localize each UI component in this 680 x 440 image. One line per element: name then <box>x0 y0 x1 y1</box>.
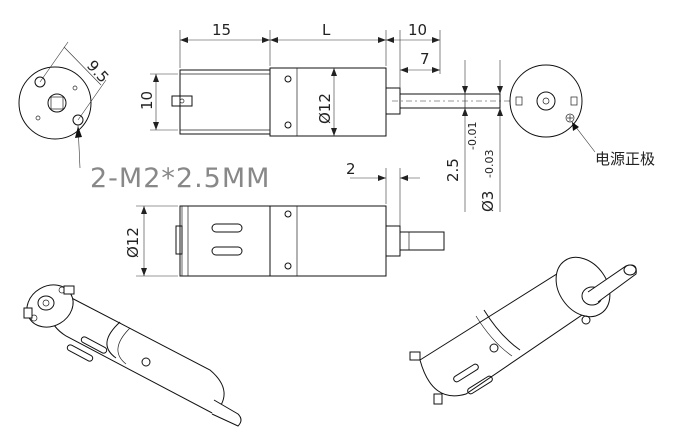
arrowhead <box>141 206 147 214</box>
iso-ring-right <box>475 315 513 357</box>
iso-end-face-right <box>555 256 611 318</box>
arrowhead <box>378 175 386 181</box>
terminal-hole <box>179 98 185 104</box>
iso-vent-slot <box>80 336 108 354</box>
dim-12-side-label: Ø12 <box>124 227 142 258</box>
output-shaft-lower <box>399 231 445 251</box>
left-end-view: 9.5 <box>18 41 112 169</box>
dim-15-label: 15 <box>212 21 231 39</box>
end-view-dot <box>35 115 41 121</box>
positive-mark <box>565 113 575 123</box>
arrowhead <box>378 37 386 43</box>
iso-hub-left <box>37 295 55 311</box>
iso-vent-slot <box>453 363 479 383</box>
bottom-side-view: 2 Ø12 <box>124 160 445 277</box>
arrowhead <box>262 37 270 43</box>
arrowhead <box>462 86 468 94</box>
dim-9-5-ext <box>39 41 69 83</box>
dim-9-5-line <box>63 46 102 86</box>
leader-arrowhead <box>572 122 579 131</box>
arrowhead <box>180 37 188 43</box>
screw-head <box>284 75 292 83</box>
end-view-hole-top <box>34 76 46 88</box>
dim-L-label: L <box>322 21 331 39</box>
arrowhead <box>462 108 468 116</box>
dim-10-side-label: 10 <box>138 91 156 110</box>
arrowhead <box>386 37 394 43</box>
end-view-center-square <box>50 96 64 110</box>
arrowhead <box>497 108 503 116</box>
iso-screw <box>141 357 151 367</box>
screw-head <box>284 210 292 218</box>
end-view-outline <box>18 66 92 140</box>
vent-slot <box>211 246 243 256</box>
terminal-slot <box>570 96 578 106</box>
dim-7-label: 7 <box>420 50 430 68</box>
arrowhead <box>400 67 408 73</box>
terminal-lower <box>175 225 183 255</box>
isometric-view-right <box>409 256 637 405</box>
end-view-center-hub <box>47 93 67 113</box>
iso-shaft-tip <box>623 264 637 276</box>
terminal-slot <box>515 96 523 106</box>
arrowhead <box>400 175 408 181</box>
dim-3-tol-label: -0.03 <box>483 150 496 178</box>
dim-9-5-ext <box>77 79 107 121</box>
iso-terminal <box>63 285 75 295</box>
iso-terminal <box>23 307 33 319</box>
iso-terminal <box>433 393 443 405</box>
dim-2-label: 2 <box>346 160 356 178</box>
arrowhead <box>270 37 278 43</box>
arrowhead <box>432 67 440 73</box>
arrowhead <box>153 122 159 130</box>
iso-vent-slot <box>66 344 94 362</box>
iso-body-left <box>50 291 225 415</box>
iso-ring <box>106 321 121 359</box>
right-end-outline <box>509 64 583 138</box>
right-end-hub <box>536 91 556 111</box>
arrowhead <box>331 128 337 136</box>
iso-vent-slot <box>467 375 493 395</box>
leader-arrowhead <box>75 126 82 138</box>
iso-screw <box>581 315 591 325</box>
isometric-view-left <box>23 284 242 427</box>
screw-spec-label: 2-M2*2.5MM <box>90 163 270 194</box>
arrowhead <box>432 37 440 43</box>
iso-shaft-left <box>211 399 242 427</box>
dim-3-label: Ø3 <box>479 191 497 212</box>
iso-ring <box>117 327 131 365</box>
screw-head <box>284 121 292 129</box>
arrowhead <box>141 268 147 276</box>
power-positive-label: 电源正极 <box>595 150 655 168</box>
right-end-shaft <box>542 97 550 105</box>
end-view-dot <box>72 85 78 91</box>
iso-ring-right <box>483 309 521 351</box>
dim-12-top-label: Ø12 <box>316 93 334 124</box>
arrowhead <box>153 74 159 82</box>
top-side-view: 15 L 10 7 10 Ø12 <box>138 21 510 212</box>
screw-head <box>284 262 292 270</box>
motor-body-lower <box>179 205 271 277</box>
right-end-view: 电源正极 <box>509 64 655 168</box>
terminal-tab <box>171 95 193 107</box>
vent-slot <box>211 223 243 233</box>
arrowhead <box>497 86 503 94</box>
motor-body <box>179 69 271 135</box>
iso-terminal <box>409 351 421 361</box>
dim-2-5-label: 2.5 <box>444 158 462 182</box>
dim-2-5-tol-label: -0.01 <box>466 122 479 150</box>
dim-10-top-label: 10 <box>408 21 427 39</box>
shaft-boss-lower <box>385 225 401 257</box>
dim-9-5-label: 9.5 <box>83 57 112 87</box>
iso-hub-center <box>42 299 50 307</box>
arrowhead <box>331 68 337 76</box>
iso-screw <box>489 343 499 353</box>
